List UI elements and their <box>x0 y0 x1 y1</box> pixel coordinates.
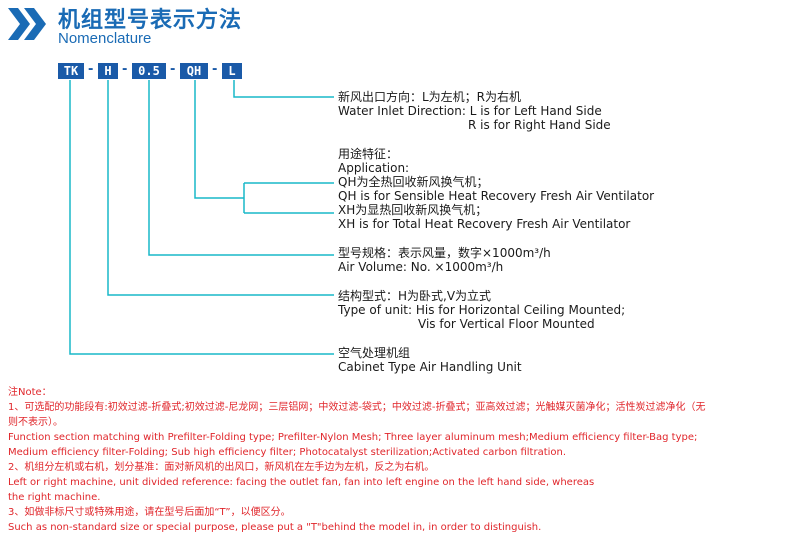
code-segment-h: H <box>98 63 118 79</box>
cabinet-en: Cabinet Type Air Handling Unit <box>338 360 522 374</box>
code-segment-l: L <box>222 63 242 79</box>
application-xh-cn: XH为显热回收新风换气机； <box>338 203 488 217</box>
connector-cabinet <box>69 80 334 355</box>
structure-en-horizontal: Type of unit: His for Horizontal Ceiling… <box>338 303 626 317</box>
application-qh-cn: QH为全热回收新风换气机； <box>338 175 489 189</box>
note-line: Such as non-standard size or special pur… <box>8 522 542 533</box>
note-line: the right machine. <box>8 492 101 503</box>
application-qh-en: QH is for Sensible Heat Recovery Fresh A… <box>338 189 655 203</box>
direction-title: 新风出口方向：L为左机；R为右机 <box>338 90 522 104</box>
code-separator: - <box>170 62 176 77</box>
note-line: 则不表示）。 <box>8 417 63 428</box>
code-separator: - <box>88 62 94 77</box>
code-separator: - <box>212 62 218 77</box>
connector-volume <box>148 80 334 256</box>
code-segment-tk: TK <box>58 63 84 79</box>
code-segment-qh: QH <box>180 63 208 79</box>
notes-heading: 注Note： <box>8 387 52 398</box>
volume-en: Air Volume: No. ×1000m³/h <box>338 260 504 274</box>
page-subtitle: Nomenclature <box>58 30 152 47</box>
connector-structure <box>107 80 334 296</box>
direction-en-right: R is for Right Hand Side <box>468 118 611 132</box>
code-separator: - <box>122 62 128 77</box>
structure-title: 结构型式：H为卧式,V为立式 <box>338 289 492 303</box>
note-line: 3、如做非标尺寸或特殊用途，请在型号后面加“T”，以便区分。 <box>8 507 291 518</box>
application-xh-en: XH is for Total Heat Recovery Fresh Air … <box>338 217 631 231</box>
note-line: Left or right machine, unit divided refe… <box>8 477 595 488</box>
note-line: Medium efficiency filter-Folding; Sub hi… <box>8 447 567 458</box>
notes-section: 注Note： 1、可选配的功能段有:初效过滤-折叠式;初效过滤-尼龙网；三层铝网… <box>8 385 798 535</box>
note-line: Function section matching with Prefilter… <box>8 432 698 443</box>
note-line: 1、可选配的功能段有:初效过滤-折叠式;初效过滤-尼龙网；三层铝网；中效过滤-袋… <box>8 402 706 413</box>
cabinet-title: 空气处理机组 <box>338 346 411 360</box>
chevron-double-right-icon <box>8 8 46 40</box>
application-title-en: Application: <box>338 161 410 175</box>
connector-application <box>194 80 244 199</box>
note-line: 2、机组分左机或右机，划分基准：面对新风机的出风口，新风机在左手边为左机，反之为… <box>8 462 435 473</box>
connector-direction <box>233 80 334 98</box>
application-title-cn: 用途特征： <box>338 147 399 161</box>
code-segment-volume: 0.5 <box>132 63 166 79</box>
page-title: 机组型号表示方法 <box>58 8 243 33</box>
direction-en-left: Water Inlet Direction: L is for Left Han… <box>338 104 602 118</box>
volume-title: 型号规格：表示风量，数字×1000m³/h <box>338 246 551 260</box>
structure-en-vertical: Vis for Vertical Floor Mounted <box>418 317 595 331</box>
